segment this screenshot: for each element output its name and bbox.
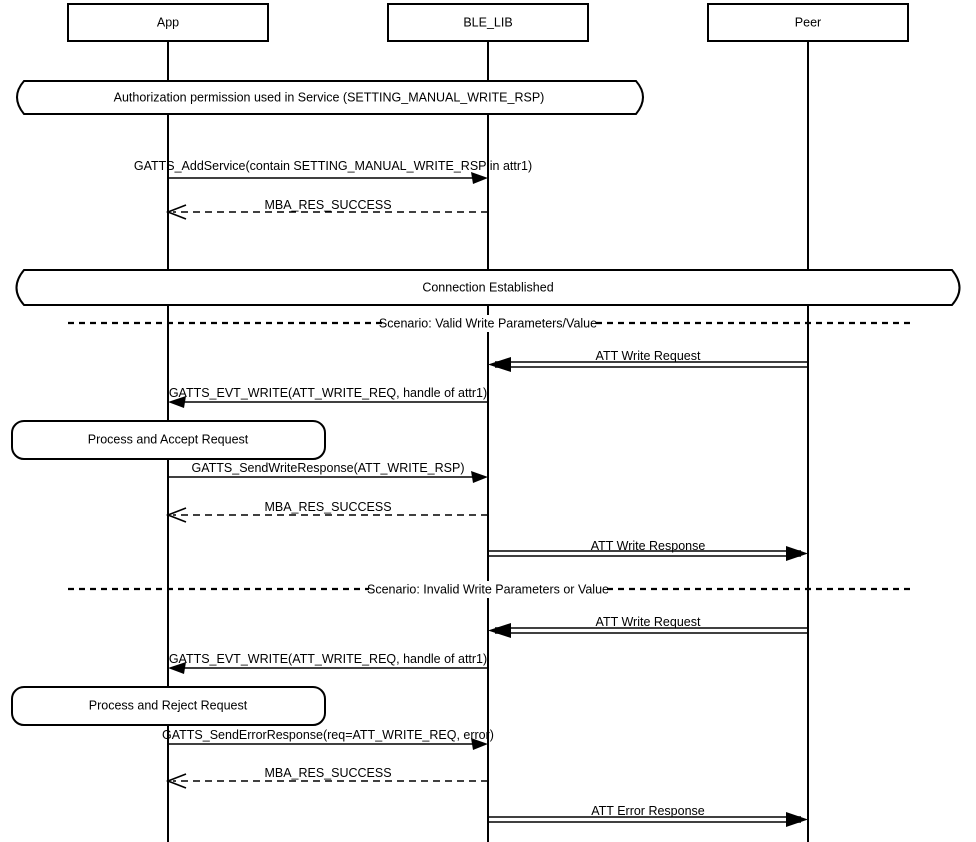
message-att-write-response-arrowhead [786, 546, 808, 561]
lifeline-headers: App BLE_LIB Peer [67, 3, 909, 42]
message-mba-res-success-2-arrowhead [165, 507, 187, 523]
message-mba-res-success-1-arrowhead [165, 204, 187, 220]
divider-invalid-label: Scenario: Invalid Write Parameters or Va… [367, 582, 609, 596]
message-att-write-response-label: ATT Write Response [591, 539, 706, 553]
message-mba-res-success-2: MBA_RES_SUCCESS [165, 500, 488, 523]
message-gatts-evt-write-1-arrowhead [168, 396, 186, 408]
message-att-write-response: ATT Write Response [488, 539, 808, 561]
message-att-write-request-2: ATT Write Request [488, 615, 808, 638]
message-gatts-addservice-arrowhead [471, 172, 488, 184]
message-mba-res-success-1: MBA_RES_SUCCESS [165, 198, 488, 220]
action-process-accept-shape[interactable] [11, 420, 326, 460]
message-gatts-sendwriteresponse-label: GATTS_SendWriteResponse(ATT_WRITE_RSP) [192, 461, 465, 475]
message-mba-res-success-2-label: MBA_RES_SUCCESS [264, 500, 391, 514]
message-mba-res-success-3-label: MBA_RES_SUCCESS [264, 766, 391, 780]
message-mba-res-success-1-label: MBA_RES_SUCCESS [264, 198, 391, 212]
message-mba-res-success-3-arrowhead [165, 773, 187, 789]
message-att-write-request-2-label: ATT Write Request [596, 615, 701, 629]
note-connection-established: Connection Established [15, 269, 961, 306]
note-authorization-shape [16, 80, 644, 115]
action-process-reject-label: Process and Reject Request [89, 698, 248, 712]
lifeline-box-peer[interactable] [707, 3, 909, 42]
message-att-error-response: ATT Error Response [488, 804, 808, 827]
message-att-write-request-1: ATT Write Request [488, 349, 808, 372]
message-gatts-evt-write-2-label: GATTS_EVT_WRITE(ATT_WRITE_REQ, handle of… [169, 652, 487, 666]
note-connection-established-label: Connection Established [422, 280, 553, 294]
divider-valid-label-bg [382, 315, 594, 332]
message-gatts-sendwriteresponse-arrowhead [471, 471, 488, 483]
message-att-write-request-1-label: ATT Write Request [596, 349, 701, 363]
action-process-accept-label: Process and Accept Request [88, 432, 249, 446]
message-gatts-evt-write-1: GATTS_EVT_WRITE(ATT_WRITE_REQ, handle of… [168, 386, 488, 408]
note-authorization: Authorization permission used in Service… [16, 80, 644, 115]
lifeline-label-app: App [157, 15, 179, 29]
action-process-accept: Process and Accept Request [11, 420, 326, 460]
divider-invalid: Scenario: Invalid Write Parameters or Va… [68, 581, 912, 598]
message-gatts-senderrorresponse: GATTS_SendErrorResponse(req=ATT_WRITE_RE… [162, 728, 494, 750]
message-gatts-senderrorresponse-arrowhead [471, 738, 488, 750]
note-connection-established-shape [15, 269, 961, 306]
message-mba-res-success-3: MBA_RES_SUCCESS [165, 766, 488, 789]
message-att-write-request-2-arrowhead [488, 623, 511, 638]
lifeline-label-peer: Peer [795, 15, 821, 29]
divider-invalid-label-bg [369, 581, 607, 598]
message-gatts-evt-write-2-arrowhead [168, 662, 186, 674]
lifeline-box-ble-lib[interactable] [387, 3, 589, 42]
divider-valid: Scenario: Valid Write Parameters/Value [68, 315, 912, 332]
message-att-write-request-1-arrowhead [488, 357, 511, 372]
lifeline-box-app[interactable] [67, 3, 269, 42]
action-process-reject-shape[interactable] [11, 686, 326, 726]
message-gatts-evt-write-2: GATTS_EVT_WRITE(ATT_WRITE_REQ, handle of… [168, 652, 488, 674]
note-authorization-label: Authorization permission used in Service… [114, 90, 545, 104]
message-gatts-addservice: GATTS_AddService(contain SETTING_MANUAL_… [134, 159, 532, 184]
message-gatts-evt-write-1-label: GATTS_EVT_WRITE(ATT_WRITE_REQ, handle of… [169, 386, 487, 400]
message-att-error-response-arrowhead [786, 812, 808, 827]
message-gatts-addservice-label: GATTS_AddService(contain SETTING_MANUAL_… [134, 159, 532, 173]
action-process-reject: Process and Reject Request [11, 686, 326, 726]
message-gatts-sendwriteresponse: GATTS_SendWriteResponse(ATT_WRITE_RSP) [168, 461, 488, 483]
divider-valid-label: Scenario: Valid Write Parameters/Value [379, 316, 597, 330]
message-gatts-senderrorresponse-label: GATTS_SendErrorResponse(req=ATT_WRITE_RE… [162, 728, 494, 742]
lifeline-label-ble-lib: BLE_LIB [463, 15, 512, 29]
message-att-error-response-label: ATT Error Response [591, 804, 705, 818]
